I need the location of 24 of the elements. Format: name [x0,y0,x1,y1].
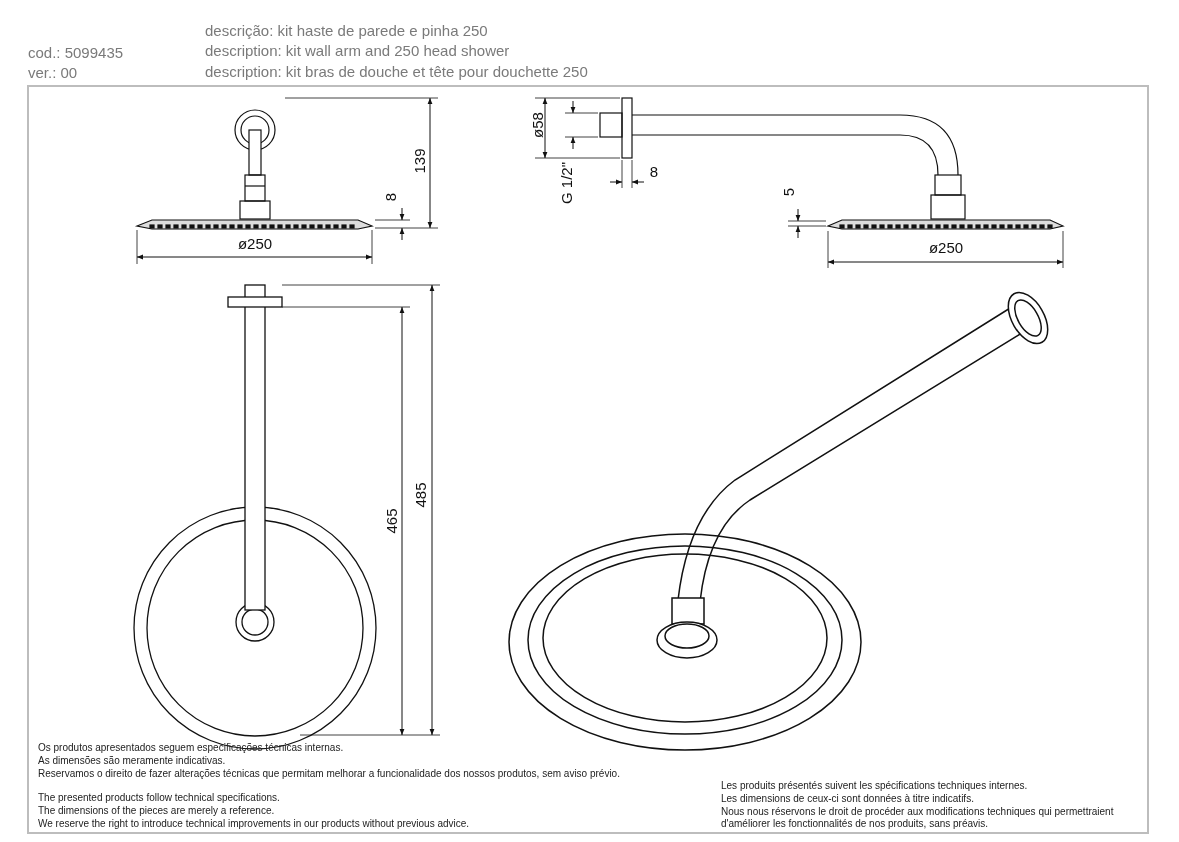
dimension-label: 139 [411,148,427,174]
disclaimer-note: Les dimensions de ceux-ci sont données à titre indicatifs. [721,793,975,805]
disclaimer-note: We reserve the right to introduce technical improvements in our products without previous advice. [38,818,471,830]
dimension-label: 5 [780,187,796,197]
disclaimer-note: Reservamos o direito de fazer alterações técnicas que permitam melhorar a funcionalidade dos nossos produtos, sem aviso prévio. [38,768,621,780]
dimension-label: G 1/2" [558,162,574,204]
dimension-label: 485 [412,482,428,508]
dimension-label: 8 [649,163,659,179]
product-code: cod.: 5099435 [28,45,124,60]
version-number: ver.: 00 [28,65,78,80]
dimension-label: 465 [383,508,399,534]
disclaimer-note: Nous nous réservons le droit de procéder aux modifications techniques qui permettraient d'améliorer les fonctionnalités de nos produits, sans préavis. [721,806,1115,830]
description-text: description: kit bras de douche et tête pour douchette 250 [205,64,588,79]
disclaimer-note: Les produits présentés suivent les spécifications techniques internes. [721,780,1029,792]
disclaimer-note: As dimensões são meramente indicativas. [38,755,227,767]
disclaimer-note: The dimensions of the pieces are merely a reference. [38,805,276,817]
dimension-label: ø58 [529,112,545,138]
dimension-label: ø250 [237,235,273,251]
disclaimer-note: Os produtos apresentados seguem especificações técnicas internas. [38,742,345,754]
dimension-label: ø250 [928,239,964,255]
disclaimer-note: The presented products follow technical specifications. [38,792,281,804]
description-text: descrição: kit haste de parede e pinha 250 [205,23,488,38]
description-text: description: kit wall arm and 250 head shower [205,43,510,58]
dimension-label: 8 [382,192,398,202]
